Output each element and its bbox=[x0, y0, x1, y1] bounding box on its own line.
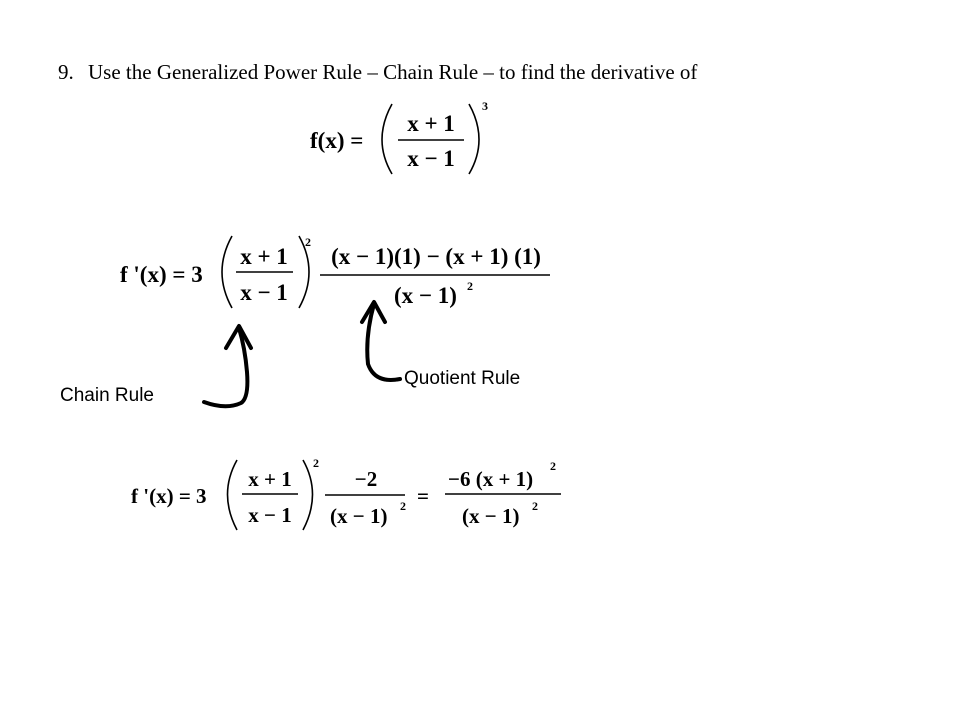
step1-inner-exponent: 2 bbox=[305, 235, 311, 249]
derivative-step-1: f '(x) = 3 x + 1 x − 1 2 (x − 1)(1) − (x… bbox=[120, 235, 550, 309]
step1-inner-denominator: x − 1 bbox=[240, 280, 288, 305]
problem-text: Use the Generalized Power Rule – Chain R… bbox=[88, 60, 697, 84]
problem-statement: 9. Use the Generalized Power Rule – Chai… bbox=[58, 60, 697, 84]
result-denominator: (x − 1) bbox=[462, 504, 519, 528]
step1-lhs: f '(x) = 3 bbox=[120, 262, 203, 287]
right-paren-icon bbox=[302, 459, 314, 531]
step1-quotient-numerator: (x − 1)(1) − (x + 1) (1) bbox=[331, 244, 541, 269]
function-definition: f(x) = x + 1 x − 1 3 bbox=[310, 99, 488, 175]
chain-rule-arrow-icon bbox=[202, 326, 250, 409]
quotient-rule-arrow-icon bbox=[365, 302, 402, 382]
left-paren-icon bbox=[226, 459, 238, 531]
result-numerator-exponent: 2 bbox=[550, 459, 556, 473]
step1-inner-numerator: x + 1 bbox=[240, 244, 288, 269]
left-paren-icon bbox=[221, 235, 233, 309]
right-paren-icon bbox=[468, 103, 480, 175]
quotient-rule-arrowhead-icon bbox=[360, 300, 387, 324]
step2-frac-numerator: −2 bbox=[355, 467, 377, 491]
step1-quotient-denominator: (x − 1) bbox=[394, 283, 457, 308]
function-lhs: f(x) = bbox=[310, 128, 363, 153]
chain-rule-arrowhead-icon bbox=[224, 324, 253, 350]
step2-equals: = bbox=[417, 484, 429, 508]
result-numerator: −6 (x + 1) bbox=[448, 467, 533, 491]
step1-quotient-denominator-exponent: 2 bbox=[467, 279, 473, 293]
quotient-rule-label: Quotient Rule bbox=[404, 368, 520, 389]
result-denominator-exponent: 2 bbox=[532, 499, 538, 513]
left-paren-icon bbox=[381, 103, 393, 175]
function-exponent: 3 bbox=[482, 99, 488, 113]
step2-frac-denominator-exponent: 2 bbox=[400, 499, 406, 513]
chain-rule-label: Chain Rule bbox=[60, 385, 154, 406]
step2-inner-numerator: x + 1 bbox=[248, 467, 291, 491]
step2-lhs: f '(x) = 3 bbox=[131, 484, 207, 508]
function-denominator: x − 1 bbox=[407, 146, 455, 171]
step2-frac-denominator: (x − 1) bbox=[330, 504, 387, 528]
problem-number: 9. bbox=[58, 60, 74, 84]
step2-inner-exponent: 2 bbox=[313, 456, 319, 470]
right-paren-icon bbox=[298, 235, 310, 309]
derivative-step-2: f '(x) = 3 x + 1 x − 1 2 −2 (x − 1) 2 = … bbox=[131, 456, 561, 531]
function-numerator: x + 1 bbox=[407, 111, 455, 136]
step2-inner-denominator: x − 1 bbox=[248, 503, 291, 527]
